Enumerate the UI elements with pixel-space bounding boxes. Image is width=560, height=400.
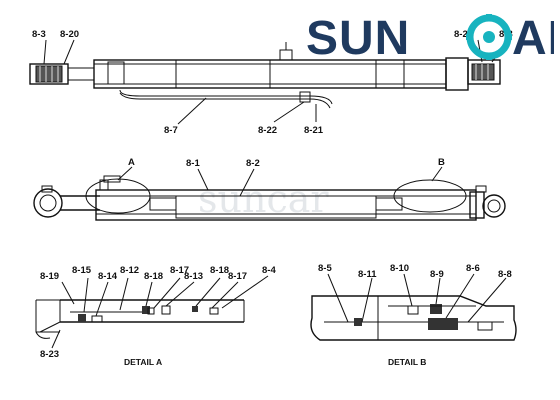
label-8-17-a: 8-17 xyxy=(170,265,189,276)
detail-b-leaders xyxy=(327,273,507,323)
cylinder-top-view xyxy=(29,42,501,109)
label-8-17-b: 8-17 xyxy=(228,271,247,282)
label-8-20-top: 8-20 xyxy=(60,29,79,40)
label-8-18-b: 8-18 xyxy=(210,265,229,276)
label-8-18-a: 8-18 xyxy=(144,271,163,282)
detail-b-caption: DETAIL B xyxy=(388,357,426,367)
gear-icon xyxy=(466,14,512,60)
label-8-5: 8-5 xyxy=(318,263,332,274)
label-8-22: 8-22 xyxy=(258,125,277,136)
label-8-9: 8-9 xyxy=(430,269,444,280)
label-8-6: 8-6 xyxy=(466,263,480,274)
detail-a-leaders xyxy=(51,275,269,349)
middle-view-leaders xyxy=(117,166,443,197)
label-8-1: 8-1 xyxy=(186,158,200,169)
logo-text: SUNAR xyxy=(306,12,554,65)
label-8-20-right: 8-20 xyxy=(454,29,473,40)
label-8-13: 8-13 xyxy=(184,271,203,282)
label-8-4: 8-4 xyxy=(262,265,276,276)
detail-a-panel xyxy=(35,299,245,339)
label-detail-b-marker: B xyxy=(438,157,445,168)
label-8-10: 8-10 xyxy=(390,263,409,274)
label-8-14: 8-14 xyxy=(98,271,118,282)
label-8-12: 8-12 xyxy=(120,265,139,276)
label-8-7: 8-7 xyxy=(164,125,178,136)
detail-b-panel xyxy=(310,295,517,341)
label-8-3-top: 8-3 xyxy=(32,29,46,40)
detail-a-caption: DETAIL A xyxy=(124,357,162,367)
label-detail-a-marker: A xyxy=(128,157,135,168)
label-8-2: 8-2 xyxy=(246,158,260,169)
label-8-11: 8-11 xyxy=(358,269,377,280)
label-8-8: 8-8 xyxy=(498,269,512,280)
label-8-15: 8-15 xyxy=(72,265,92,276)
label-8-23: 8-23 xyxy=(40,349,59,360)
label-8-19: 8-19 xyxy=(40,271,59,282)
label-8-21: 8-21 xyxy=(304,125,324,136)
cylinder-middle-view xyxy=(33,175,506,221)
suncar-logo: SUNAR xyxy=(306,12,554,65)
